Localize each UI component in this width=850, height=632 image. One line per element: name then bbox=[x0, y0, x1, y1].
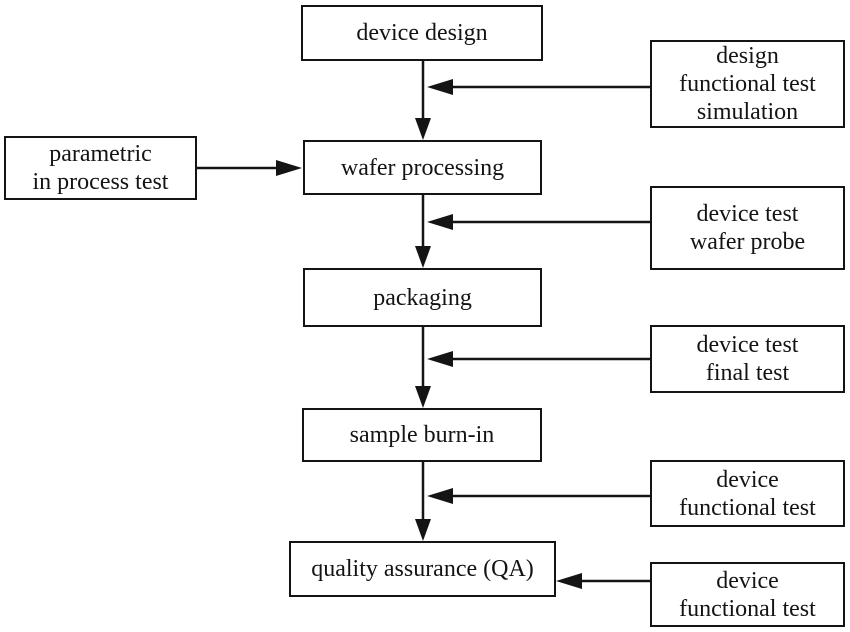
arrow-device-functional-test bbox=[427, 488, 650, 504]
process-box-packaging: packaging bbox=[303, 268, 542, 327]
input-label-line: in process test bbox=[32, 169, 169, 195]
test-label-line: device test bbox=[696, 201, 799, 227]
test-label-line: functional test bbox=[679, 71, 816, 97]
test-box-design-functional-test-simulation: design functional test simulation bbox=[650, 40, 845, 128]
test-label-line: device bbox=[716, 466, 779, 493]
process-box-wafer-processing: wafer processing bbox=[303, 140, 542, 195]
process-label-packaging: packaging bbox=[373, 284, 472, 311]
test-label-line: functional test bbox=[679, 595, 816, 622]
process-label-wafer-processing: wafer processing bbox=[340, 154, 505, 181]
test-box-device-functional-test-2: device functional test bbox=[650, 562, 845, 627]
test-label-line: final test bbox=[705, 360, 790, 386]
process-box-quality-assurance: quality assurance (QA) bbox=[289, 541, 556, 597]
arrow-design-functional-test-simulation bbox=[427, 79, 650, 95]
input-label-line: parametric bbox=[49, 141, 152, 167]
arrow-parametric-to-wafer-processing bbox=[197, 160, 302, 176]
process-label-sample-burn-in: sample burn-in bbox=[349, 422, 495, 448]
arrow-wafer-processing-to-packaging bbox=[415, 195, 431, 268]
test-label-line: simulation bbox=[696, 99, 799, 125]
process-label-device-design: device design bbox=[356, 20, 488, 46]
test-label-line: design bbox=[716, 43, 779, 69]
test-box-device-test-wafer-probe: device test wafer probe bbox=[650, 186, 845, 270]
process-box-sample-burn-in: sample burn-in bbox=[302, 408, 542, 462]
test-box-device-functional-test-1: device functional test bbox=[650, 460, 845, 527]
test-box-device-test-final-test: device test final test bbox=[650, 325, 845, 393]
arrow-device-design-to-wafer-processing bbox=[415, 61, 431, 140]
arrow-sample-burn-in-to-qa bbox=[415, 462, 431, 541]
test-label-line: device bbox=[716, 567, 779, 594]
test-label-line: functional test bbox=[679, 494, 816, 521]
arrow-packaging-to-sample-burn-in bbox=[415, 327, 431, 408]
process-label-quality-assurance: quality assurance (QA) bbox=[311, 556, 534, 582]
arrow-device-test-wafer-probe bbox=[427, 214, 650, 230]
test-label-line: device test bbox=[696, 332, 799, 358]
arrow-device-test-final-test bbox=[427, 351, 650, 367]
input-box-parametric-in-process-test: parametric in process test bbox=[4, 136, 197, 200]
arrow-device-functional-test-to-qa bbox=[556, 573, 650, 589]
process-box-device-design: device design bbox=[301, 5, 543, 61]
test-label-line: wafer probe bbox=[689, 229, 806, 255]
